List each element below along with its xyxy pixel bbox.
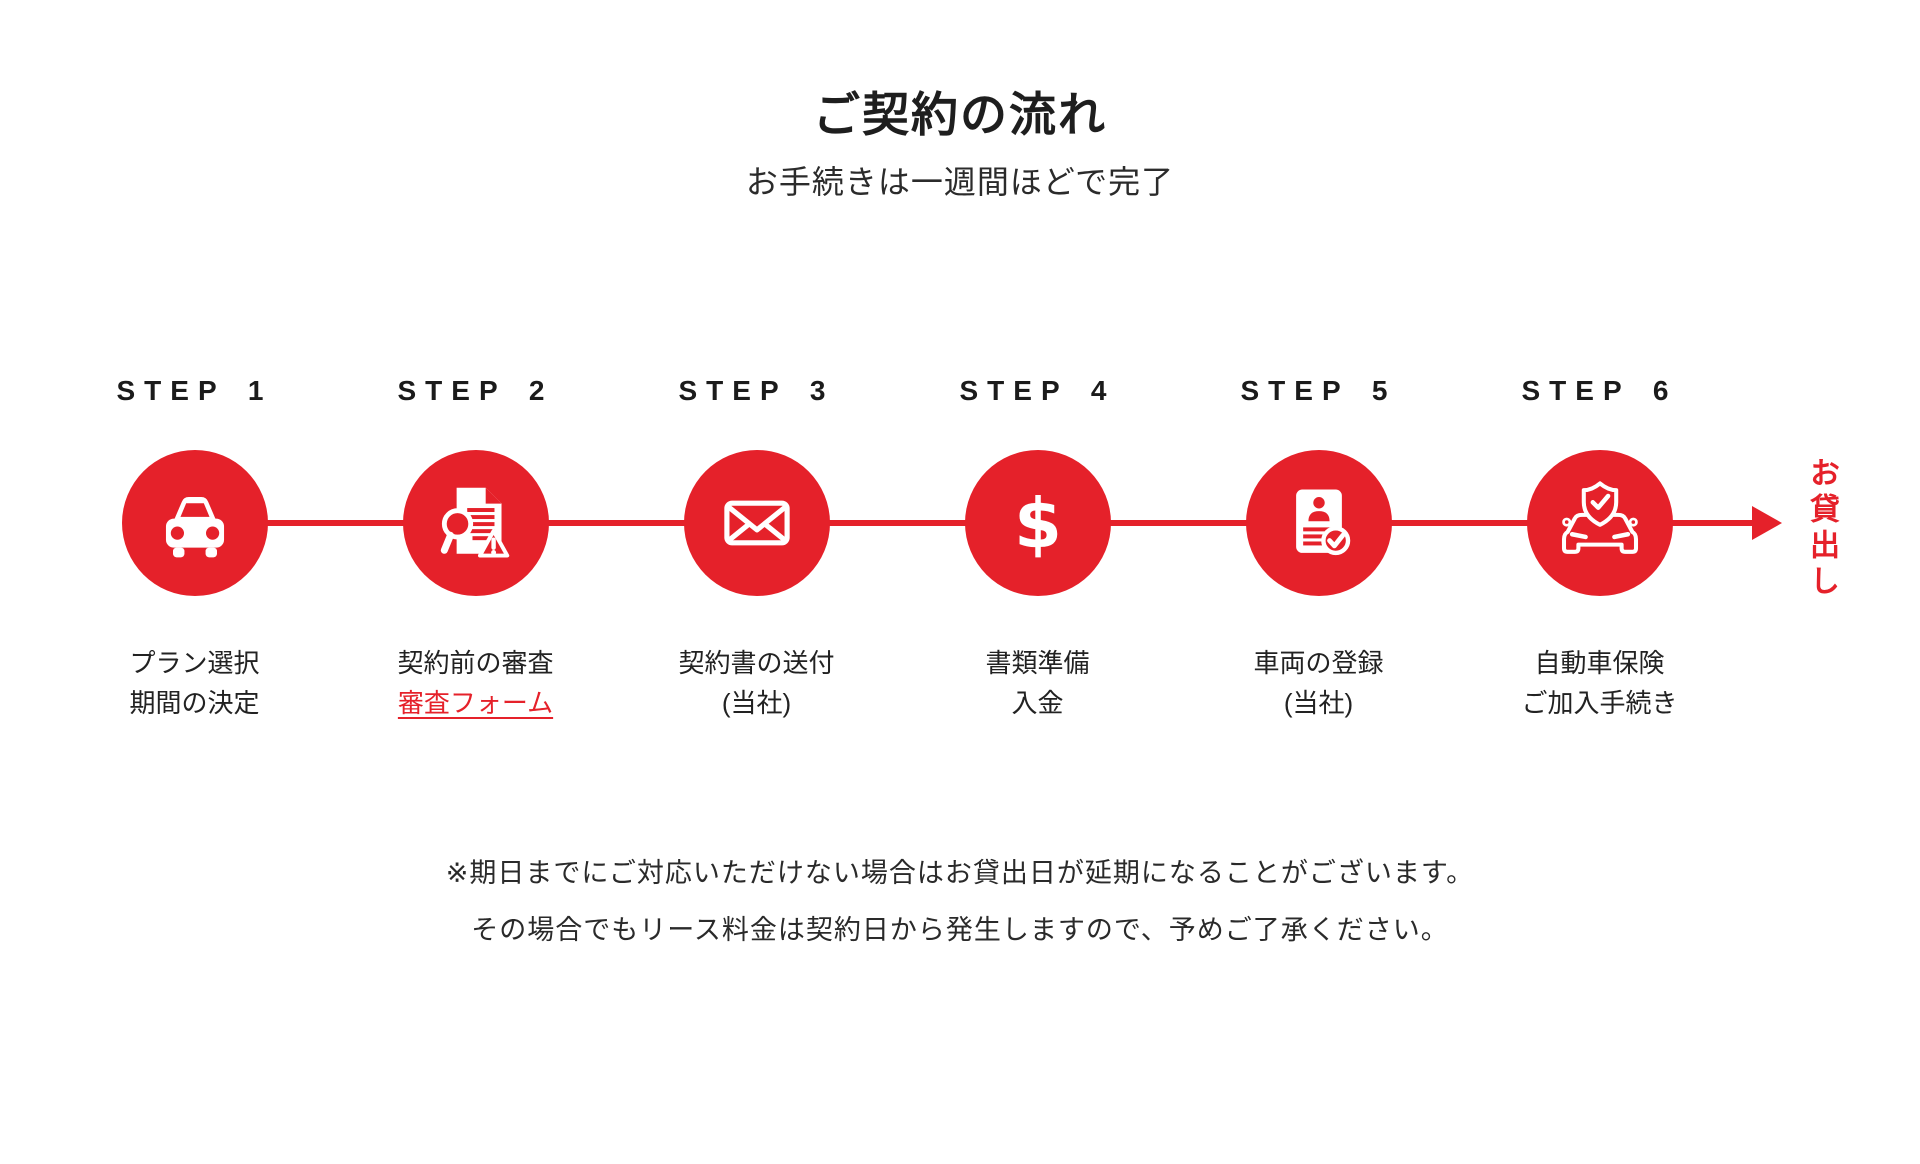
step-3-number-label: STEP 3 (678, 375, 835, 406)
footnote-line-2: その場合でもリース料金は契約日から発生しますので、予めご了承ください。 (471, 915, 1449, 945)
page-subtitle: お手続きは一週間ほどで完了 (745, 164, 1175, 200)
step-2: STEP 2 契約前の審査 (335, 375, 616, 735)
step-1: STEP 1 プラン選択 期間の決定 (54, 375, 335, 735)
flow-end-label: お貸出し (1805, 457, 1838, 601)
footnote: ※期日までにご対応いただけない場合はお貸出日が延期になることがございます。 その… (0, 845, 1920, 959)
step-5-circle (1245, 450, 1392, 596)
page-title: ご契約の流れ (813, 88, 1107, 141)
dollar-icon: $ (1014, 484, 1062, 564)
document-search-warning-icon (440, 487, 509, 558)
car-shield-icon (1561, 481, 1638, 554)
steps-flow: お貸出し STEP 1 プラン選択 期間の決定 (0, 375, 1920, 735)
step-1-number-label: STEP 1 (116, 375, 273, 406)
step-2-number-label: STEP 2 (397, 375, 554, 406)
examination-form-link[interactable]: 審査フォーム (397, 688, 554, 718)
step-5-title-line: 車両の登録 (1253, 648, 1384, 678)
step-5-title-line2: (当社) (1283, 688, 1354, 718)
step-3: STEP 3 契約書の送付 (当社) (616, 375, 897, 735)
car-icon (165, 497, 224, 558)
document-check-icon (1295, 489, 1350, 556)
flow-arrowhead-icon (1752, 506, 1782, 540)
step-1-circle (121, 450, 268, 596)
step-4-title-line2: 入金 (1011, 688, 1064, 718)
envelope-icon (723, 500, 790, 546)
step-6-title-line2: ご加入手続き (1521, 688, 1678, 718)
step-1-title-line2: 期間の決定 (129, 688, 260, 718)
step-3-circle (683, 450, 830, 596)
step-5-number-label: STEP 5 (1240, 375, 1397, 406)
step-6: STEP 6 自動車保険 ご加入手続き (1459, 375, 1740, 735)
step-2-title-line: 契約前の審査 (397, 648, 554, 678)
step-3-title-line2: (当社) (721, 688, 792, 718)
step-4-circle: $ (964, 450, 1111, 596)
footnote-line-1: ※期日までにご対応いただけない場合はお貸出日が延期になることがございます。 (445, 858, 1475, 888)
contract-flow-page: ご契約の流れ お手続きは一週間ほどで完了 お貸出し STEP 1 プラン選択 (0, 84, 1920, 959)
step-4-number-label: STEP 4 (959, 375, 1116, 406)
svg-text:$: $ (1014, 484, 1062, 564)
step-5: STEP 5 車両の登録 (当社) (1178, 375, 1459, 735)
step-6-number-label: STEP 6 (1521, 375, 1678, 406)
step-2-circle (402, 450, 549, 596)
step-6-circle (1526, 450, 1673, 596)
step-4: STEP 4 $ 書類準備 入金 (897, 375, 1178, 735)
step-4-title-line: 書類準備 (985, 648, 1090, 678)
step-1-title-line: プラン選択 (129, 648, 260, 678)
step-3-title-line: 契約書の送付 (678, 648, 835, 678)
step-6-title-line: 自動車保険 (1534, 648, 1665, 678)
